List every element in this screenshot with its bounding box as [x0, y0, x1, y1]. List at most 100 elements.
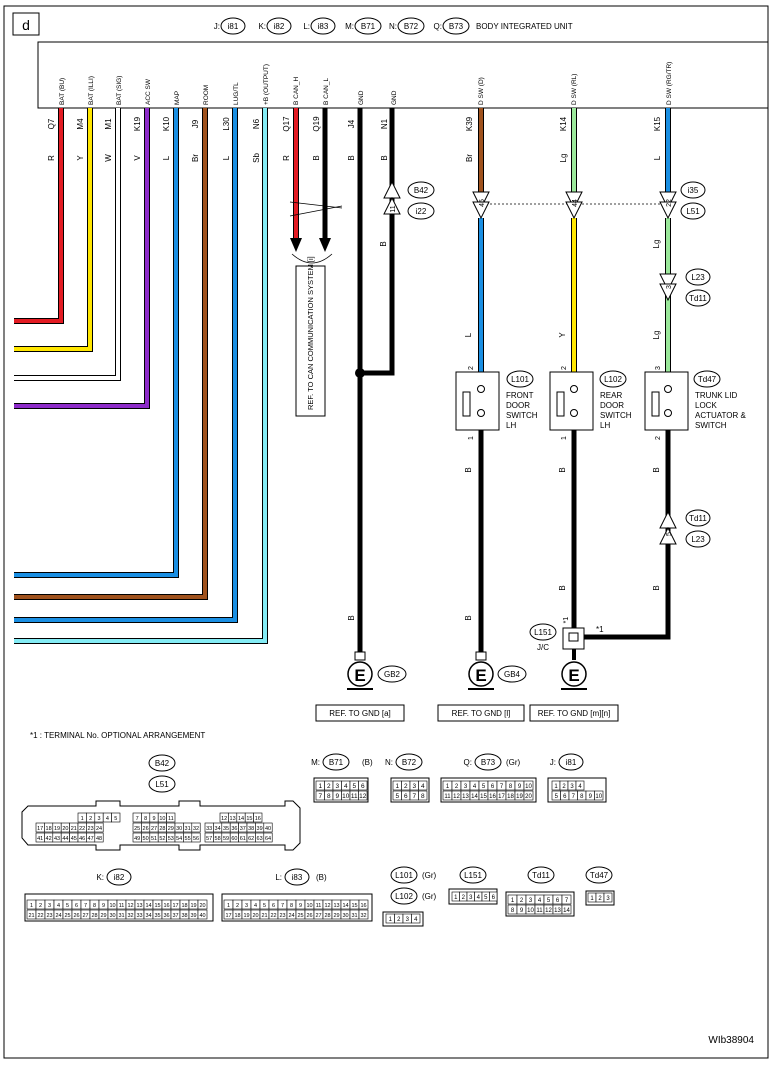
pin-number: 53 [168, 836, 174, 842]
pin-number: 52 [159, 836, 165, 842]
switch-label: SWITCH [506, 411, 538, 420]
header-prefix: K: [258, 22, 266, 31]
ground-ref: REF. TO GND [l] [452, 709, 511, 718]
figure-id: WIb38904 [708, 1035, 754, 1046]
joint-connector: L151 J/C *1 *1 [529, 617, 604, 660]
connector-pin: 5 [666, 532, 673, 536]
ground-ref: REF. TO GND [m][n] [538, 709, 611, 718]
pin-number: 26 [143, 826, 149, 832]
pin-number: 35 [154, 913, 160, 919]
connector-chevron-up-icon [383, 196, 401, 215]
ground-ref-box [529, 704, 619, 722]
connector-color: (B) [316, 873, 327, 882]
wire-color-code: Sb [252, 153, 261, 163]
header-prefix: J: [214, 22, 220, 31]
connector-code: L101 [395, 871, 413, 880]
pin-number: 5 [395, 793, 399, 800]
pin-number: 13 [230, 816, 236, 822]
wire-label: B [652, 467, 661, 472]
pin-number: 21 [71, 826, 77, 832]
pin-cell [575, 780, 585, 791]
terminal-name: MAP [174, 91, 181, 105]
pin-number: 26 [306, 913, 312, 919]
switch-contact [651, 391, 660, 417]
switch-contact [556, 391, 565, 417]
connector-pin: 44 [572, 199, 579, 207]
pin-number: 25 [64, 913, 70, 919]
pin-number: 20 [252, 913, 258, 919]
pin-cell [561, 894, 572, 905]
pin-cell [594, 790, 604, 801]
pin-number: 23 [279, 913, 285, 919]
pin-cell [561, 904, 572, 915]
pin-number: 55 [185, 836, 191, 842]
pin-cell [418, 780, 428, 791]
terminal-name: GND [391, 90, 398, 105]
pin-number: 2 [89, 816, 92, 822]
pin-number: 42 [46, 836, 52, 842]
pin-number: 2 [397, 917, 401, 923]
connector-badge [558, 753, 584, 771]
header-prefix: N: [389, 22, 397, 31]
pin-number: 13 [554, 908, 561, 914]
terminal-dot [570, 385, 578, 393]
connector-chevron-down-icon [565, 201, 583, 220]
connector-badge [397, 17, 425, 35]
pin-number: 39 [190, 913, 196, 919]
pin-number: 17 [225, 913, 231, 919]
pin-number: 11 [351, 793, 358, 800]
pin-cell [191, 822, 201, 833]
switch-label: SWITCH [600, 411, 632, 420]
pin-number: 5 [66, 903, 69, 909]
pin-number: 17 [498, 794, 505, 800]
connector-badge [310, 17, 336, 35]
connector-badge [284, 868, 310, 886]
terminal-name: B CAN_H [293, 77, 300, 105]
connector-code: Td47 [590, 871, 609, 880]
terminal-pins: Q7 M4 M1 K19 K10 J9 L30 N6 Q17 Q19 J4 N1… [47, 116, 662, 132]
pin-number: 24 [288, 913, 294, 919]
terminal-name: BAT (ILLI) [88, 76, 95, 105]
pin-number: 4 [106, 816, 109, 822]
pin-cell [197, 899, 208, 910]
pin-number: 18 [234, 913, 240, 919]
wire-label: B [464, 615, 473, 620]
connector-code: L23 [691, 535, 705, 544]
pin-number: 4 [473, 784, 477, 790]
pin-number: 39 [257, 826, 263, 832]
connector-code: B73 [481, 758, 496, 767]
wire-color-code: Lg [559, 154, 568, 163]
switch-contact [462, 391, 471, 417]
ground-letter: E [475, 666, 486, 685]
pin-cell [603, 892, 613, 903]
connector-chevron-down-icon [659, 283, 677, 302]
wire-blue [14, 108, 237, 622]
connector-color: (Gr) [422, 892, 437, 901]
ground-gb4: E GB4 REF. TO GND [l] [437, 651, 527, 722]
pin-number: 12 [359, 793, 367, 800]
pin-number: 1 [590, 896, 594, 902]
pin-number: 15 [154, 903, 160, 909]
connector-color: (B) [362, 758, 373, 767]
wire-yellow [14, 108, 92, 351]
wire-label: B [379, 241, 388, 246]
pin-number: 31 [351, 913, 357, 919]
connector-chevron-down-icon [472, 191, 490, 210]
pin-number: 14 [145, 903, 151, 909]
joint-star: *1 [596, 625, 604, 634]
pin-number: 9 [518, 784, 522, 790]
pin-number: 11 [168, 816, 174, 822]
pin-number: 9 [299, 903, 302, 909]
pin-number: 5 [482, 784, 486, 790]
connector-code: L102 [395, 892, 413, 901]
connector-badge [148, 775, 176, 793]
connector-prefix: K: [96, 873, 104, 882]
connector-badge [106, 868, 132, 886]
unit-title: BODY INTEGRATED UNIT [476, 22, 573, 31]
